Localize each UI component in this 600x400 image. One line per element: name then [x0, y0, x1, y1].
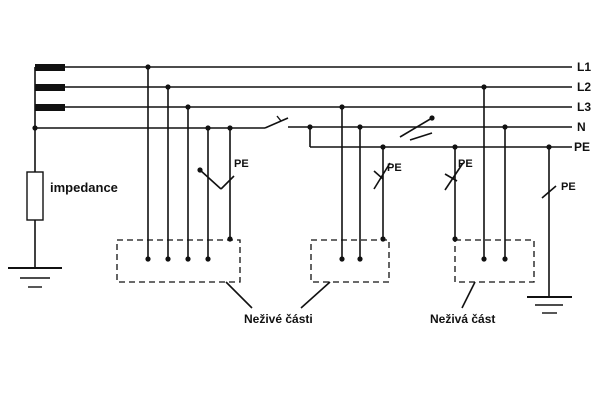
g3-pe-switch-symbol [444, 162, 464, 191]
junction-dot [452, 144, 458, 150]
junction-dot [205, 256, 211, 262]
impedance-box [26, 171, 44, 221]
group1-leader [225, 281, 253, 309]
junction-dot [32, 125, 38, 131]
group3-leader [461, 281, 476, 309]
n-bus-breaker-symbol [264, 115, 289, 129]
pe-earth-switch-label: PE [561, 181, 576, 193]
source-ground-symbol [8, 267, 62, 288]
l1-source-terminal [35, 64, 65, 71]
group1-dashed-box [116, 239, 241, 283]
junction-dot [481, 84, 487, 90]
pe-ground-symbol [527, 296, 572, 314]
pe-earth-switch-symbol [541, 185, 557, 199]
junction-dot [307, 124, 313, 130]
junction-dot [185, 104, 191, 110]
junction-dot [502, 124, 508, 130]
junction-dot [197, 167, 203, 173]
n-label: N [577, 120, 586, 134]
junction-dot [145, 64, 151, 70]
junction-dot [380, 236, 386, 242]
junction-dot [227, 125, 233, 131]
junction-dot [185, 256, 191, 262]
l2-source-terminal [35, 84, 65, 91]
g2-pe-switch-symbol [373, 162, 391, 190]
impedance-label: impedance [50, 180, 118, 195]
junction-dot [357, 124, 363, 130]
junction-dot [502, 256, 508, 262]
junction-dot [380, 144, 386, 150]
l3-source-terminal [35, 104, 65, 111]
group2-leader [300, 281, 331, 309]
l2-label: L2 [577, 80, 591, 94]
junction-dot [145, 256, 151, 262]
group2-dashed-box [310, 239, 390, 283]
l1-label: L1 [577, 60, 591, 74]
junction-dot [429, 115, 435, 121]
group3-label: Neživá část [430, 312, 495, 326]
g1-pe-switch-symbol [199, 169, 235, 190]
g2-pe-switch-label: PE [387, 162, 402, 174]
junction-dot [205, 125, 211, 131]
g1-pe-switch-label: PE [234, 158, 249, 170]
n-pe-breaker-symbol [399, 117, 433, 141]
junction-dot [227, 236, 233, 242]
junction-dot [481, 256, 487, 262]
junction-dot [546, 144, 552, 150]
junction-dot [339, 256, 345, 262]
group3-dashed-box [454, 239, 535, 283]
junction-dot [165, 84, 171, 90]
junction-dot [452, 236, 458, 242]
junction-dot [165, 256, 171, 262]
group1-label: Neživé části [244, 312, 313, 326]
junction-dot [339, 104, 345, 110]
junction-dot [357, 256, 363, 262]
pe-conductor-label: PE [574, 140, 590, 154]
g3-pe-switch-label: PE [458, 158, 473, 170]
l3-label: L3 [577, 100, 591, 114]
